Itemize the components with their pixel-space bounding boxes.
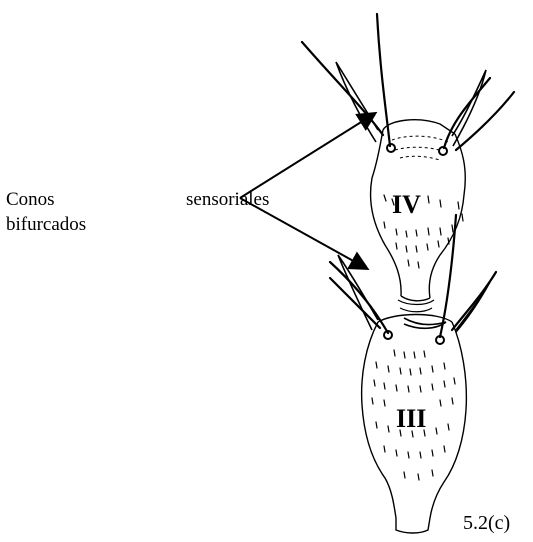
segment-iv-label: IV bbox=[392, 191, 421, 219]
label-bifurcados: bifurcados bbox=[6, 214, 86, 236]
segment-iii-setae bbox=[330, 215, 496, 337]
figure-number: 5.2(c) bbox=[463, 512, 510, 534]
segment-iii-label: III bbox=[396, 405, 426, 433]
label-conos: Conos bbox=[6, 189, 55, 211]
segment-joint bbox=[398, 300, 434, 312]
label-sensoriales: sensoriales bbox=[186, 189, 269, 211]
arrow-to-segment-iv-cone bbox=[240, 114, 374, 198]
